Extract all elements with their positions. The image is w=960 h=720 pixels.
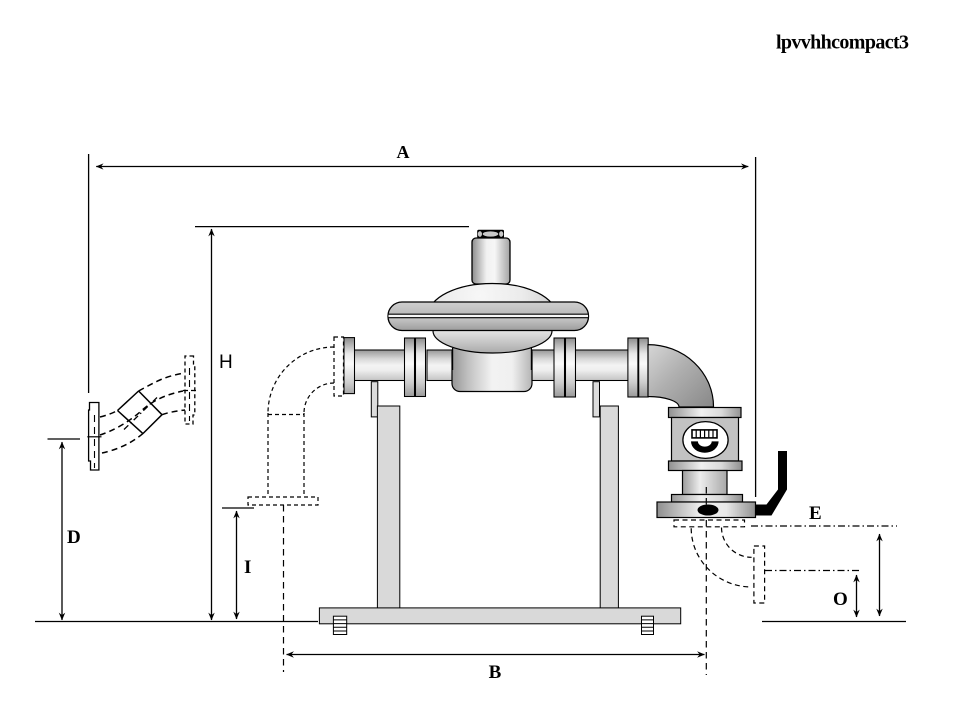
svg-text:A: A bbox=[397, 142, 410, 162]
svg-text:H: H bbox=[219, 352, 233, 373]
svg-text:O: O bbox=[833, 589, 848, 610]
svg-text:B: B bbox=[489, 662, 502, 683]
svg-text:D: D bbox=[67, 527, 81, 548]
svg-text:E: E bbox=[809, 503, 822, 524]
svg-text:I: I bbox=[244, 557, 251, 578]
svg-text:lpvvhhcompact3: lpvvhhcompact3 bbox=[776, 32, 909, 54]
